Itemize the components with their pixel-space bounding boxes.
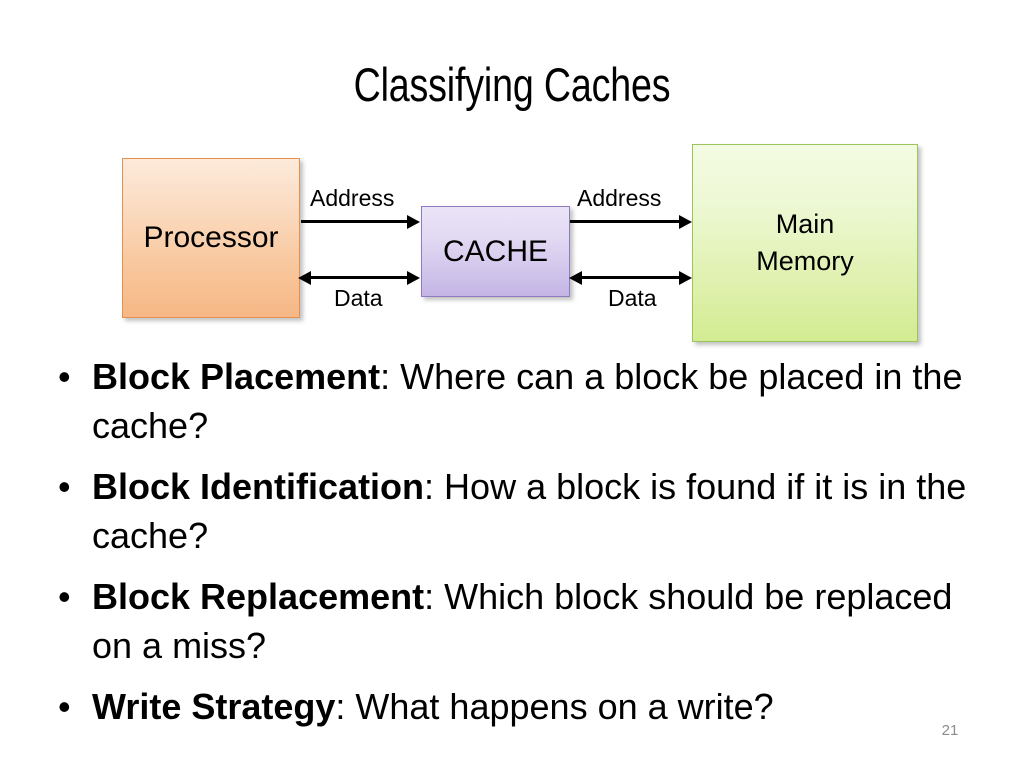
bullet-rest: : Which block should be replaced on a mi… — [92, 576, 953, 666]
arrow-line-cache-memory-data — [580, 276, 681, 279]
cache-hierarchy-diagram: Processor CACHE Main Memory Address Data… — [0, 0, 1024, 355]
edge-label-cache-memory-address: Address — [577, 185, 662, 211]
arrow-head-right-cache-memory-data — [679, 271, 692, 285]
bullet-lead: Block Identification — [92, 466, 425, 507]
page-title: Classifying Caches — [353, 58, 671, 111]
bullet-rest: : Where can a block be placed in the cac… — [92, 356, 963, 446]
page-number: 21 — [941, 722, 959, 739]
list-item: • Block Placement: Where can a block be p… — [44, 352, 984, 450]
arrow-line-processor-cache-data — [309, 276, 409, 279]
diagram-node-processor: Processor — [122, 158, 300, 318]
list-item: • Block Replacement: Which block should b… — [44, 572, 984, 670]
main-memory-label-line-1: Main — [775, 209, 835, 239]
arrow-head-left-processor-cache-data — [298, 271, 311, 285]
edge-label-processor-cache-address: Address — [310, 185, 395, 211]
diagram-node-main-memory-label: Main Memory — [756, 206, 854, 280]
bullet-list: • Block Placement: Where can a block be p… — [44, 352, 984, 743]
bullet-lead: Write Strategy — [92, 686, 336, 727]
arrow-line-cache-memory-address — [570, 220, 681, 223]
bullet-rest: : What happens on a write? — [335, 686, 774, 727]
arrow-line-processor-cache-address — [301, 220, 409, 223]
diagram-node-cache: CACHE — [421, 206, 570, 297]
arrow-head-right-cache-memory-address — [679, 215, 692, 229]
diagram-node-main-memory: Main Memory — [692, 144, 918, 342]
bullet-marker-icon: • — [58, 686, 71, 727]
diagram-node-cache-label: CACHE — [442, 234, 548, 268]
arrow-head-right-processor-cache-address — [407, 215, 420, 229]
bullet-lead: Block Placement — [92, 356, 381, 397]
bullet-rest: : How a block is found if it is in the c… — [92, 466, 967, 556]
bullet-marker-icon: • — [58, 356, 71, 397]
diagram-node-processor-label: Processor — [143, 221, 279, 254]
arrow-head-left-cache-memory-data — [569, 271, 582, 285]
edge-label-processor-cache-data: Data — [334, 285, 383, 311]
arrow-head-right-processor-cache-data — [407, 271, 420, 285]
bullet-marker-icon: • — [58, 576, 71, 617]
bullet-marker-icon: • — [58, 466, 71, 507]
bullet-lead: Block Replacement — [92, 576, 425, 617]
list-item: • Write Strategy: What happens on a write… — [44, 682, 984, 731]
edge-label-cache-memory-data: Data — [608, 285, 657, 311]
list-item: • Block Identification: How a block is fo… — [44, 462, 984, 560]
main-memory-label-line-2: Memory — [756, 246, 854, 276]
